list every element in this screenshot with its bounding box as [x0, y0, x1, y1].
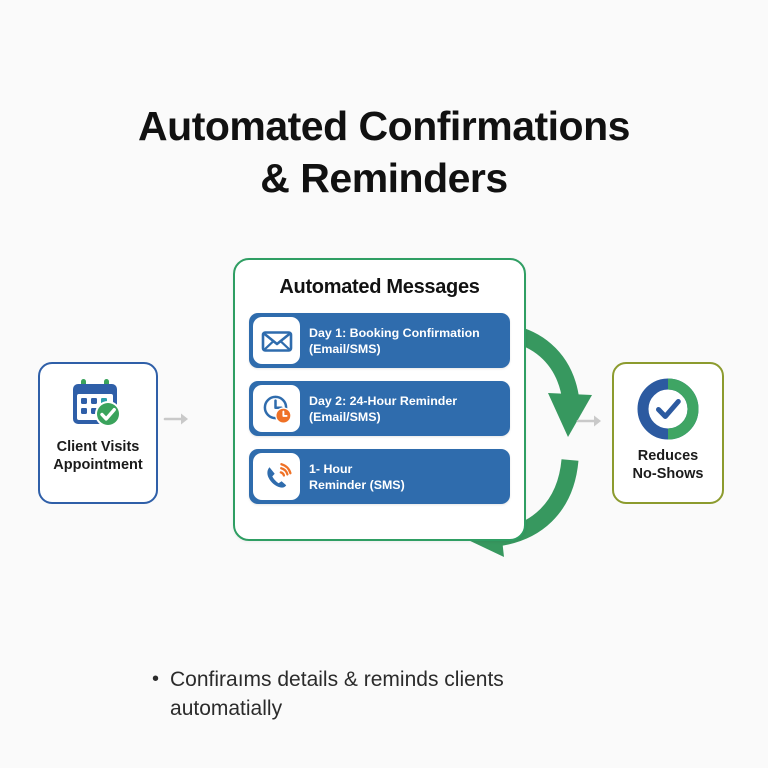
calendar-check-icon [67, 376, 129, 432]
message-row-1-text: Day 1: Booking Confirmation (Email/SMS) [300, 325, 486, 357]
message-row-2-text: Day 2: 24-Hour Reminder (Email/SMS) [300, 393, 463, 425]
message-row-booking-confirmation[interactable]: Day 1: Booking Confirmation (Email/SMS) [249, 313, 510, 368]
arrow-right-icon-left [163, 408, 193, 430]
envelope-icon [253, 317, 300, 364]
check-ring-icon [635, 376, 701, 442]
node-client-visits-appointment[interactable]: Client Visits Appointment [38, 362, 158, 504]
node-left-label-line-1: Client Visits [56, 439, 140, 455]
page-title: Automated Confirmations & Reminders [0, 100, 768, 204]
automated-messages-card: Automated Messages Day 1: Booking Confir… [233, 258, 526, 541]
node-right-label-line-1: Reduces [637, 448, 699, 464]
message-row-3-line-1: 1- Hour [309, 461, 353, 476]
message-row-24-hour-reminder[interactable]: Day 2: 24-Hour Reminder (Email/SMS) [249, 381, 510, 436]
phone-ring-icon [253, 453, 300, 500]
footer-bullet: • Confiraıms details & reminds clients a… [152, 665, 572, 723]
card-title: Automated Messages [279, 276, 480, 298]
bullet-text-line-2: automatially [170, 697, 283, 720]
node-right-label-line-2: No-Shows [632, 466, 704, 482]
arrow-right-icon-right [576, 410, 606, 432]
node-left-label-line-2: Appointment [53, 457, 143, 473]
message-row-1-line-1: Day 1: Booking Confirmation [309, 325, 480, 340]
node-reduces-no-shows[interactable]: Reduces No-Shows [612, 362, 724, 504]
node-left-label: Client Visits Appointment [53, 438, 142, 474]
bullet-text: Confiraıms details & reminds clients aut… [170, 665, 504, 723]
message-row-2-line-1: Day 2: 24-Hour Reminder [309, 393, 458, 408]
message-row-3-text: 1- Hour Reminder (SMS) [300, 461, 411, 493]
message-row-2-line-2: (Email/SMS) [309, 409, 381, 424]
message-row-3-line-2: Reminder (SMS) [309, 477, 405, 492]
bullet-marker: • [152, 668, 160, 690]
message-row-1-hour-reminder[interactable]: 1- Hour Reminder (SMS) [249, 449, 510, 504]
clock-reminder-icon [253, 385, 300, 432]
message-row-1-line-2: (Email/SMS) [309, 341, 381, 356]
page-title-line-1: Automated Confirmations [138, 103, 630, 149]
node-right-label: Reduces No-Shows [633, 447, 704, 483]
page-title-line-2: & Reminders [260, 155, 508, 201]
bullet-text-line-1: Confiraıms details & reminds clients [170, 668, 504, 691]
